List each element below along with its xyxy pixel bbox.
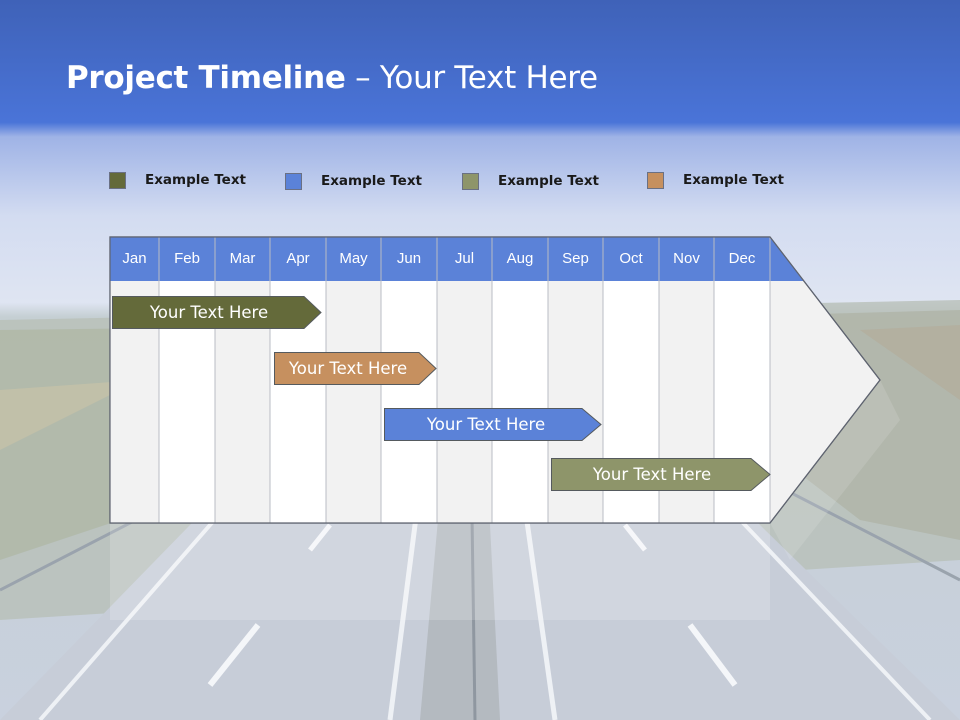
- legend-label-1: Example Text: [145, 172, 246, 188]
- legend-swatch-3: [462, 172, 479, 190]
- task-bar-4-label: Your Text Here: [592, 465, 712, 484]
- task-bar-3-shape: [384, 408, 602, 441]
- task-bar-3[interactable]: Your Text Here: [384, 408, 602, 441]
- slide-title-rest: – Your Text Here: [345, 60, 598, 96]
- month-label-dec: Dec: [728, 250, 756, 267]
- month-label-feb: Feb: [174, 250, 200, 267]
- task-bar-2-label: Your Text Here: [288, 359, 408, 378]
- legend-label-3: Example Text: [498, 173, 599, 189]
- task-bar-3-label: Your Text Here: [426, 415, 546, 434]
- task-bar-1[interactable]: Your Text Here: [112, 296, 322, 329]
- legend-item-4: Example Text: [647, 170, 784, 190]
- task-bar-1-label: Your Text Here: [149, 303, 269, 322]
- task-bar-2-shape: [274, 352, 437, 385]
- month-label-aug: Aug: [506, 250, 534, 267]
- month-label-sep: Sep: [562, 250, 589, 267]
- month-label-nov: Nov: [673, 250, 700, 267]
- legend-item-3: Example Text: [462, 171, 599, 191]
- month-label-oct: Oct: [619, 250, 643, 267]
- legend-label-2: Example Text: [321, 173, 422, 189]
- task-bar-4[interactable]: Your Text Here: [551, 458, 771, 491]
- month-label-apr: Apr: [286, 250, 310, 267]
- task-bar-4-shape: [551, 458, 771, 491]
- legend-item-1: Example Text: [109, 170, 246, 190]
- month-label-jan: Jan: [122, 250, 147, 267]
- legend-swatch-2: [285, 172, 302, 190]
- month-label-jul: Jul: [454, 250, 475, 267]
- task-bar-1-shape: [112, 296, 322, 329]
- task-bar-2[interactable]: Your Text Here: [274, 352, 437, 385]
- month-label-may: May: [339, 250, 368, 267]
- legend-swatch-4: [647, 171, 664, 189]
- slide-title-bold: Project Timeline: [66, 60, 346, 96]
- month-label-jun: Jun: [396, 250, 422, 267]
- legend-label-4: Example Text: [683, 172, 784, 188]
- month-label-mar: Mar: [229, 250, 256, 267]
- legend-swatch-1: [109, 171, 126, 189]
- legend-item-2: Example Text: [285, 171, 422, 191]
- slide-title: Project Timeline – Your Text Here: [66, 60, 598, 96]
